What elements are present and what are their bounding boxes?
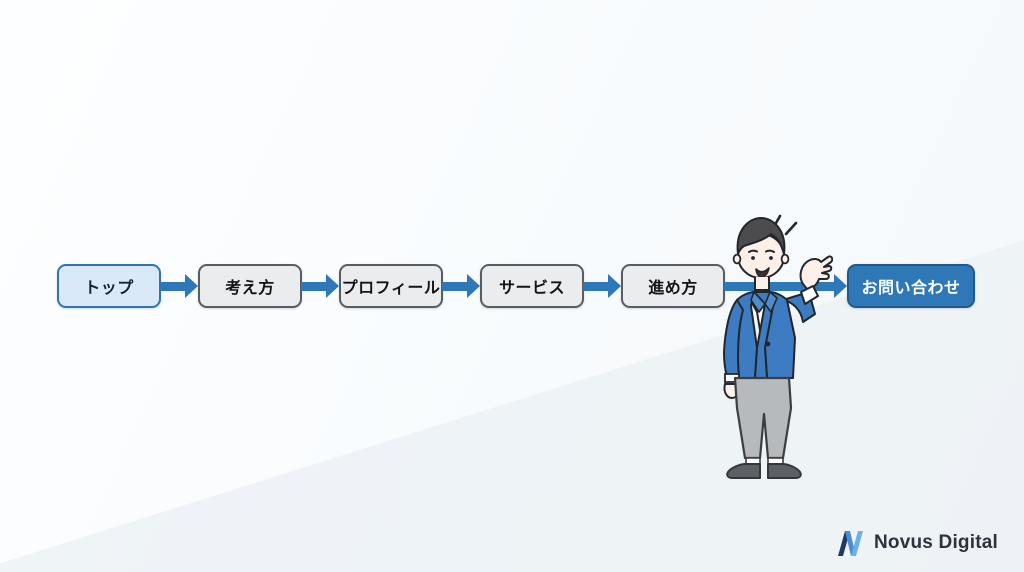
nav-box-label: トップ [84,280,134,297]
presenter-man-illustration [691,208,834,484]
novus-digital-logo: Novus Digital [836,528,998,558]
nav-box-top[interactable]: トップ [57,264,161,308]
logo-text: Novus Digital [873,532,998,553]
flow-arrow-icon [160,274,198,298]
flow-arrow-icon [583,274,621,298]
nav-box-label: お問い合わせ [861,280,961,297]
nav-box-label: サービス [498,280,565,297]
novus-n-icon [837,531,863,556]
flow-arrow-long-icon [724,274,847,298]
flow-arrow-icon [442,274,480,298]
nav-box-label: プロフィール [341,280,441,297]
nav-box-label: 進め方 [648,280,698,297]
nav-box-label: 考え方 [225,280,275,297]
nav-box-policy[interactable]: 考え方 [198,264,302,308]
nav-box-contact[interactable]: お問い合わせ [847,264,975,308]
flow-arrow-icon [301,274,339,298]
nav-box-process[interactable]: 進め方 [621,264,725,308]
nav-box-service[interactable]: サービス [480,264,584,308]
nav-box-profile[interactable]: プロフィール [339,264,443,308]
site-nav-flow: トップ 考え方 プロフィール サービス 進め方 お問い合わせ [57,264,975,308]
